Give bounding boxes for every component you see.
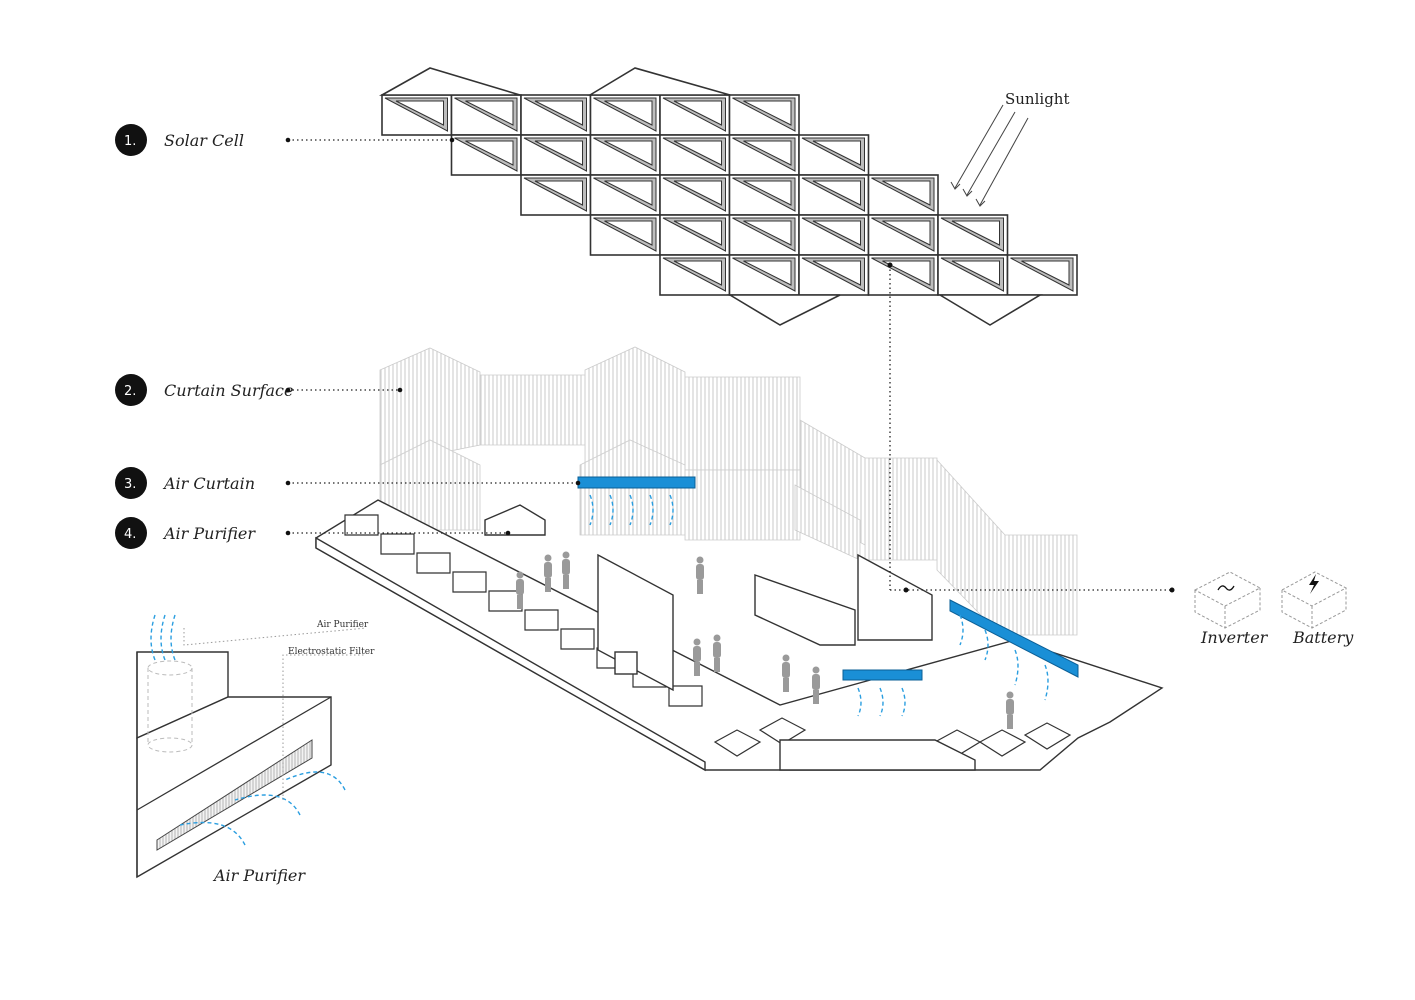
legend-label: Air Curtain: [162, 474, 255, 493]
partition-wall: [857, 553, 933, 641]
person-figure: [1006, 691, 1014, 729]
bench-module: [452, 571, 487, 593]
sunlight-label: Sunlight: [1005, 90, 1069, 108]
planter-module: [1023, 722, 1072, 750]
bench-module: [380, 533, 415, 555]
air-purifier-detail: [136, 614, 367, 879]
inverter: [1193, 571, 1262, 629]
person-figure: [812, 666, 820, 704]
battery-label: Battery: [1292, 628, 1354, 647]
legend-number-badge: [115, 124, 147, 156]
person-figure: [782, 654, 790, 692]
inset-title: Air Purifier: [212, 866, 306, 885]
legend-number: 4.: [124, 527, 136, 542]
bench-module: [416, 552, 451, 574]
legend-item: 4. Air Purifier: [115, 517, 511, 549]
person-figure: [544, 554, 552, 592]
legend-label: Air Purifier: [162, 524, 256, 543]
pavilion-floor: [315, 499, 1164, 772]
legend-number-badge: [115, 467, 147, 499]
legend-number: 2.: [124, 384, 136, 399]
legend-number-badge: [115, 374, 147, 406]
bench-module: [560, 628, 595, 650]
inset-callout-purifier: Air Purifier: [316, 620, 369, 630]
kiosk: [484, 504, 546, 536]
airflow-arrows-icon: [589, 494, 1049, 717]
bin: [614, 651, 638, 675]
planter-module: [758, 717, 807, 745]
legend-label: Curtain Surface: [164, 381, 293, 400]
inverter-label: Inverter: [1200, 628, 1269, 647]
bench-module: [488, 590, 523, 612]
legend-number: 3.: [124, 477, 136, 492]
legend-item: 1. Solar Cell: [115, 124, 455, 156]
person-figure: [693, 638, 701, 676]
planter-module: [713, 729, 762, 757]
inset-callout-filter: Electrostatic Filter: [288, 647, 375, 657]
battery: [1280, 571, 1348, 629]
legend-label: Solar Cell: [164, 131, 244, 150]
sunlight-arrows-icon: [950, 104, 1029, 207]
curtain-surface: [379, 346, 1078, 641]
air-curtain-units: [577, 476, 1079, 681]
bench-module: [524, 609, 559, 631]
reception-counter: [754, 574, 856, 646]
lightning-icon: [1309, 574, 1319, 594]
legend-number: 1.: [124, 134, 136, 149]
person-figure: [696, 556, 704, 594]
person-figure: [713, 634, 721, 672]
legend-item: 3. Air Curtain: [115, 467, 581, 499]
bench-module: [668, 685, 703, 707]
tilde-icon: [1217, 585, 1235, 591]
people: [516, 551, 1014, 729]
legend-number-badge: [115, 517, 147, 549]
bench-module: [344, 514, 379, 536]
planter-module: [978, 729, 1027, 757]
legend-item: 2. Curtain Surface: [115, 374, 403, 406]
person-figure: [516, 571, 524, 609]
person-figure: [562, 551, 570, 589]
solar-cell-canopy: [378, 67, 1078, 326]
